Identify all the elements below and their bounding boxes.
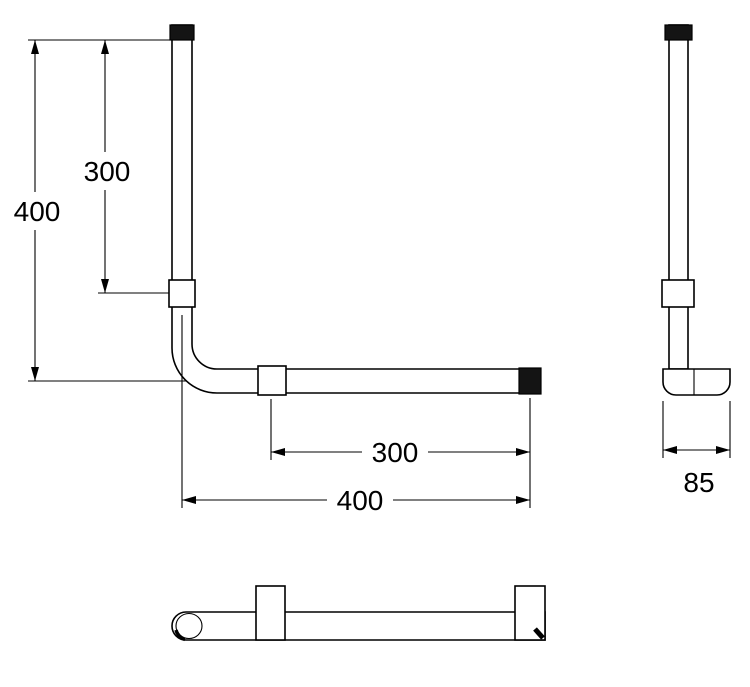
dim-overall-height-arrow-up bbox=[31, 40, 39, 54]
bottom-bracket bbox=[255, 585, 286, 641]
dim-bracket-span: 300 bbox=[271, 437, 530, 468]
front-l-bar-tube bbox=[171, 24, 541, 394]
bottom-tube bbox=[171, 611, 546, 641]
dim-overall-width: 400 bbox=[182, 485, 530, 516]
dim-bracket-height-arrow-down bbox=[101, 279, 109, 293]
side-top-end-cap bbox=[664, 24, 693, 41]
side-bottom-bracket bbox=[662, 368, 731, 396]
dim-overall-width-label: 400 bbox=[337, 485, 384, 516]
dim-depth-arrow-right bbox=[716, 446, 730, 454]
side-tube bbox=[668, 24, 689, 370]
dim-bracket-height-arrow-up bbox=[101, 40, 109, 54]
dim-bracket-span-arrow-right bbox=[516, 448, 530, 456]
dim-bracket-height-label: 300 bbox=[84, 156, 131, 187]
bottom-right-shading bbox=[533, 627, 545, 640]
dim-overall-height-label: 400 bbox=[14, 196, 61, 227]
front-top-end-cap bbox=[169, 24, 195, 41]
dim-bracket-height: 300 bbox=[84, 40, 131, 293]
dim-overall-height-arrow-down bbox=[31, 367, 39, 381]
dim-depth-label: 85 bbox=[683, 467, 714, 498]
front-view bbox=[168, 24, 542, 396]
bottom-left-shading bbox=[174, 629, 186, 642]
bottom-tube-cross-section bbox=[175, 612, 203, 640]
dim-depth: 85 bbox=[663, 446, 730, 498]
dim-overall-width-arrow-right bbox=[516, 496, 530, 504]
dim-overall-height: 400 bbox=[14, 40, 61, 381]
dim-depth-arrow-left bbox=[663, 446, 677, 454]
side-view bbox=[661, 24, 731, 396]
dim-overall-width-arrow-left bbox=[182, 496, 196, 504]
front-right-end-cap bbox=[518, 367, 542, 395]
side-middle-bracket bbox=[661, 279, 695, 308]
front-upper-bracket bbox=[168, 279, 196, 308]
front-lower-bracket bbox=[257, 365, 287, 396]
extension-lines bbox=[28, 39, 731, 508]
dim-bracket-span-arrow-left bbox=[271, 448, 285, 456]
bottom-view bbox=[171, 585, 546, 642]
dim-bracket-span-label: 300 bbox=[372, 437, 419, 468]
